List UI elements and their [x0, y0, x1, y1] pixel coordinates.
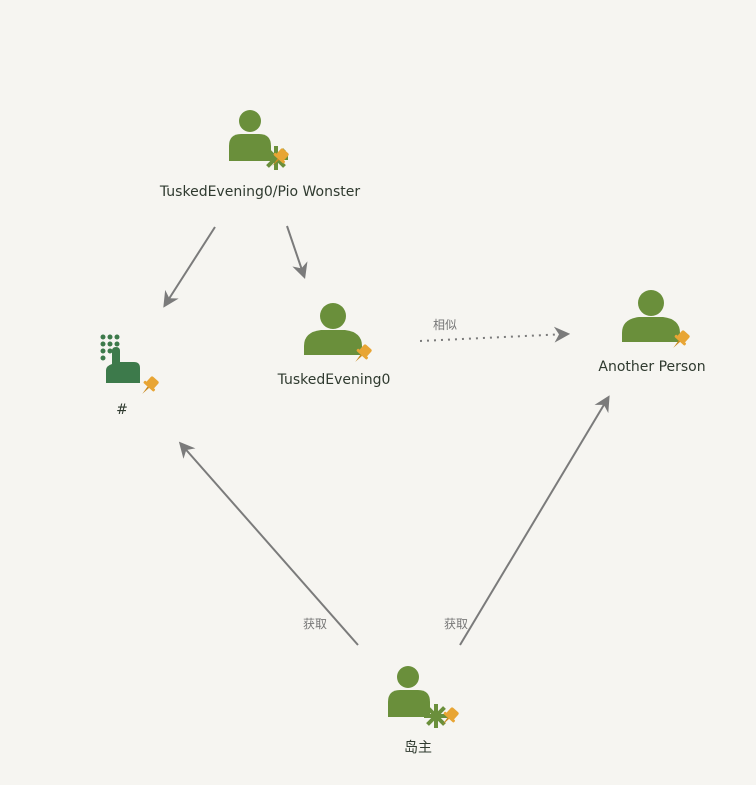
node-label: TuskedEvening0	[277, 372, 391, 388]
pin-icon	[272, 148, 289, 166]
node-island-owner[interactable]: 岛主	[388, 666, 461, 756]
person-icon	[304, 303, 362, 355]
edge-label-similar: 相似	[433, 318, 457, 332]
edges: 相似 获取 获取	[163, 225, 610, 646]
node-hash[interactable]: #	[100, 334, 161, 419]
node-label: #	[116, 402, 128, 418]
node-label: Another Person	[598, 359, 705, 375]
asterisk-icon	[424, 704, 448, 728]
pin-icon	[442, 707, 459, 725]
edge-pio-to-hash[interactable]	[163, 226, 216, 308]
node-another-person[interactable]: Another Person	[598, 290, 706, 375]
pin-icon	[673, 330, 690, 348]
pin-icon	[355, 344, 372, 362]
person-icon	[622, 290, 680, 342]
edge-pio-to-tusked[interactable]	[286, 225, 308, 280]
person-group-icon	[229, 110, 288, 170]
node-label: TuskedEvening0/Pio Wonster	[159, 184, 360, 200]
person-group-icon	[388, 666, 448, 728]
pin-icon	[142, 376, 159, 394]
edge-island-to-another[interactable]	[459, 395, 610, 646]
edge-label-acquire-left: 获取	[303, 617, 327, 631]
node-pio-wonster[interactable]: TuskedEvening0/Pio Wonster	[159, 110, 360, 200]
edge-island-to-hash[interactable]	[178, 441, 359, 646]
node-tusked-evening[interactable]: TuskedEvening0	[277, 303, 391, 388]
edge-tusked-to-another[interactable]	[419, 326, 571, 343]
edge-label-acquire-right: 获取	[444, 617, 468, 631]
node-label: 岛主	[404, 740, 432, 756]
dialpad-hand-icon	[100, 334, 140, 383]
